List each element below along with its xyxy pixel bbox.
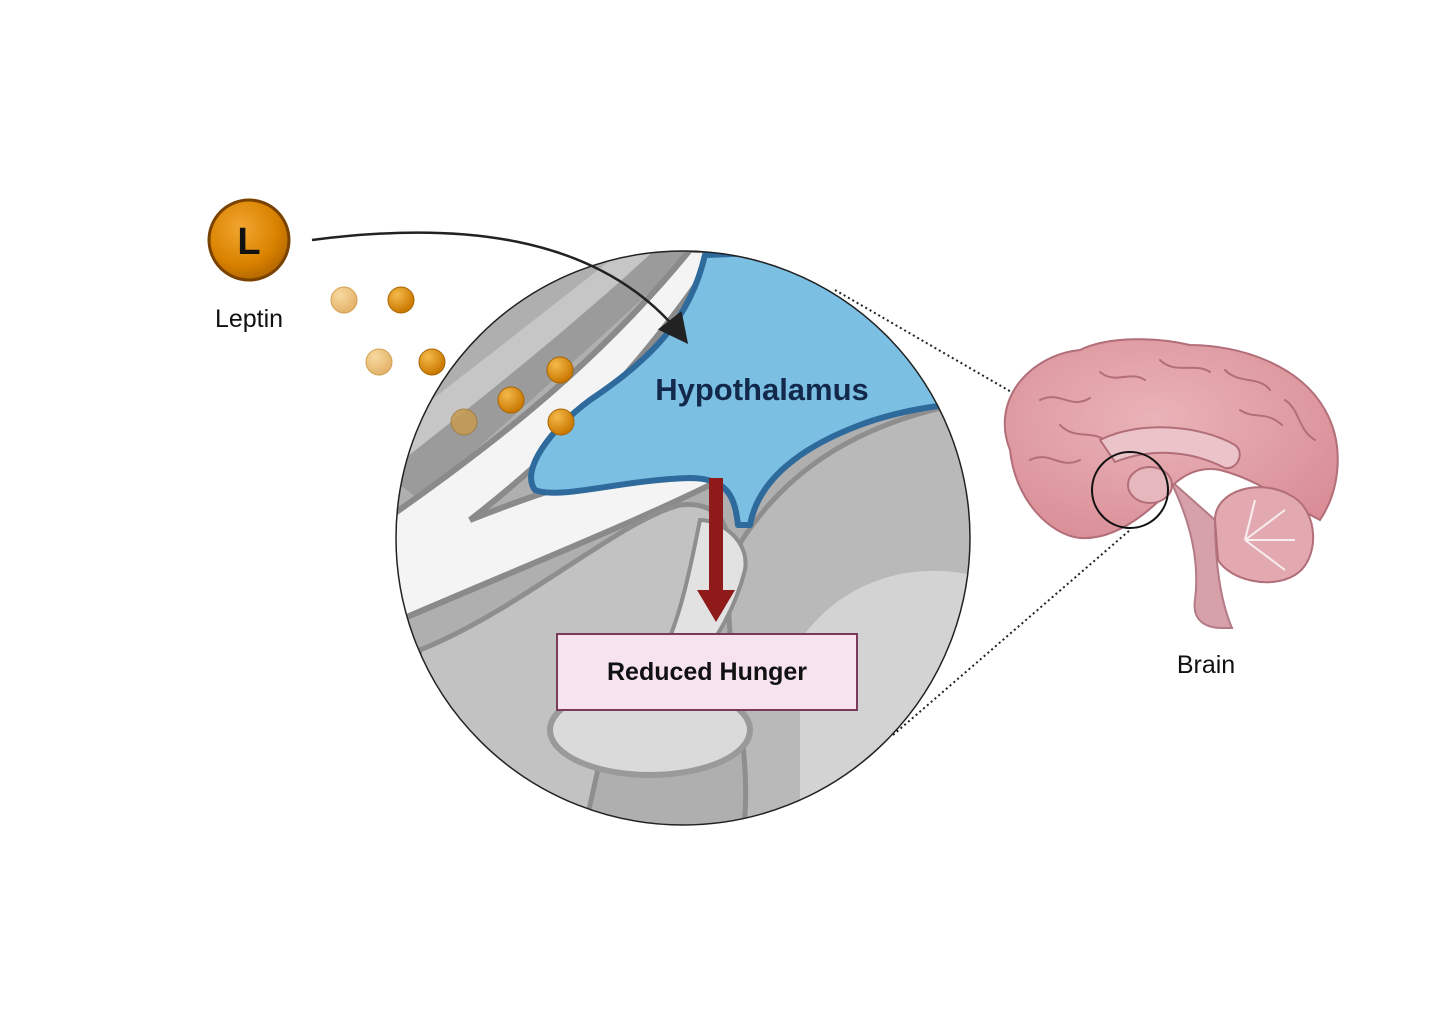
outcome-label: Reduced Hunger bbox=[607, 658, 807, 686]
brain-icon bbox=[1003, 338, 1339, 629]
leptin-symbol: L bbox=[237, 221, 260, 263]
leptin-to-hypothalamus-arrow bbox=[311, 231, 689, 344]
signal-arrow bbox=[697, 478, 735, 622]
brain-label: Brain bbox=[1177, 651, 1235, 679]
leptin-molecule-icon: L bbox=[207, 198, 291, 282]
hypothalamus-label: Hypothalamus bbox=[655, 372, 869, 407]
outcome-box: Reduced Hunger bbox=[556, 633, 858, 711]
zoom-circle bbox=[395, 250, 971, 826]
leptin-particles bbox=[330, 286, 575, 436]
zoom-lines bbox=[834, 289, 1131, 736]
leptin-label: Leptin bbox=[215, 305, 283, 333]
